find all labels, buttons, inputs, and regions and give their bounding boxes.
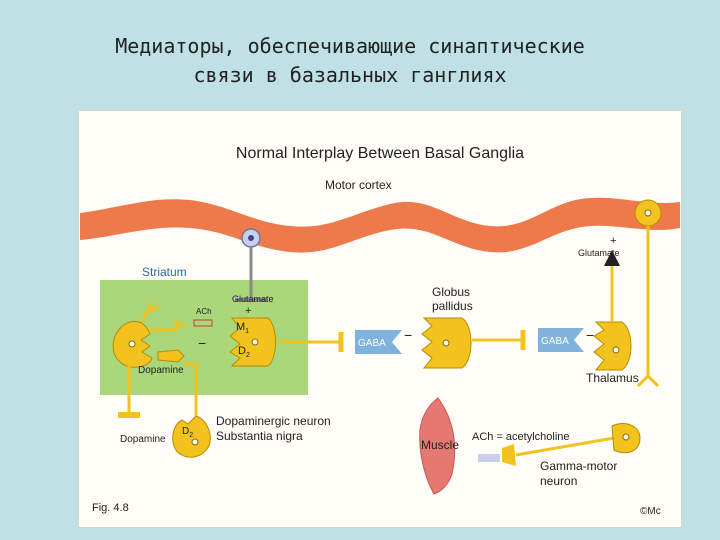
dopamine-inner-label: Dopamine bbox=[138, 365, 184, 376]
glutamate-right-label: Glutamate bbox=[578, 248, 620, 258]
dopaminergic-label-2: Substantia nigra bbox=[216, 429, 303, 443]
ach-receptor-muscle-icon bbox=[478, 454, 500, 462]
gaba-receptor-left-icon bbox=[355, 330, 402, 354]
gp-nucleus-icon bbox=[442, 339, 450, 347]
dopaminergic-nucleus-icon bbox=[191, 438, 199, 446]
gaba-receptor-right-icon bbox=[538, 328, 584, 352]
thalamus-label: Thalamus bbox=[586, 371, 639, 385]
ach-receptor-icon bbox=[193, 319, 213, 327]
gaba-left-label: GABA bbox=[358, 338, 386, 349]
minus-sign-thalamus: − bbox=[586, 327, 594, 343]
muscle-fiber-icon bbox=[419, 397, 456, 495]
minus-sign-gp: − bbox=[404, 327, 412, 343]
gamma-nucleus-icon bbox=[622, 433, 630, 441]
arrow-head-icon bbox=[604, 250, 620, 266]
minus-sign-striatum: − bbox=[198, 335, 206, 351]
interneuron-dendrite bbox=[140, 301, 159, 323]
slide-title: Медиаторы, обеспечивающие синаптические … bbox=[0, 32, 700, 90]
thalamus-nucleus-icon bbox=[612, 346, 620, 354]
cortical-output-axon bbox=[636, 226, 660, 388]
dopamine-outer-label: Dopamine bbox=[120, 434, 166, 445]
globus-pallidus-label-1: Globus bbox=[432, 285, 470, 299]
m1-label: M1 bbox=[236, 321, 249, 335]
globus-pallidus-label-2: pallidus bbox=[432, 299, 473, 313]
interneuron-axon bbox=[150, 319, 187, 332]
striatal-nucleus-icon bbox=[251, 338, 259, 346]
dopaminergic-axon bbox=[184, 362, 198, 416]
cortical-output-nucleus-icon bbox=[644, 209, 652, 217]
striatum-label: Striatum bbox=[142, 265, 187, 279]
motor-cortex-label: Motor cortex bbox=[325, 178, 392, 192]
slide-title-line2: связи в базальных ганглиях bbox=[193, 63, 507, 87]
gamma-terminal-icon bbox=[502, 444, 516, 466]
gaba-right-label: GABA bbox=[541, 336, 569, 347]
ach-small-label: ACh bbox=[196, 307, 212, 316]
cortical-neuron-nucleus-icon bbox=[248, 235, 254, 241]
ach-legend-label: ACh = acetylcholine bbox=[472, 431, 570, 443]
dopamine-terminal-icon bbox=[157, 349, 185, 363]
diagram-heading: Normal Interplay Between Basal Ganglia bbox=[236, 145, 524, 162]
gamma-axon bbox=[515, 436, 615, 457]
muscle-label: Muscle bbox=[421, 438, 459, 452]
interneuron-nucleus-icon bbox=[128, 340, 136, 348]
d2-label: D2 bbox=[238, 345, 250, 359]
corner-label: ©Mc bbox=[640, 506, 661, 517]
motor-cortex-band bbox=[80, 197, 680, 253]
plus-sign-right: + bbox=[610, 235, 616, 247]
d2-lower-label: D2 bbox=[182, 426, 193, 439]
glutamate-left-label: Glutamate bbox=[232, 294, 274, 304]
gamma-motor-label-1: Gamma-motor bbox=[540, 459, 617, 473]
thalamus-neuron-icon bbox=[593, 321, 632, 371]
dopaminergic-neuron-icon bbox=[172, 415, 211, 458]
dopamine-outer-terminal-icon bbox=[118, 412, 140, 418]
dopaminergic-label-1: Dopaminergic neuron bbox=[216, 414, 331, 428]
plus-sign-left: + bbox=[245, 305, 251, 317]
slide-title-line1: Медиаторы, обеспечивающие синаптические bbox=[115, 34, 585, 58]
figure-label: Fig. 4.8 bbox=[92, 502, 129, 514]
gamma-motor-label-2: neuron bbox=[540, 474, 577, 488]
